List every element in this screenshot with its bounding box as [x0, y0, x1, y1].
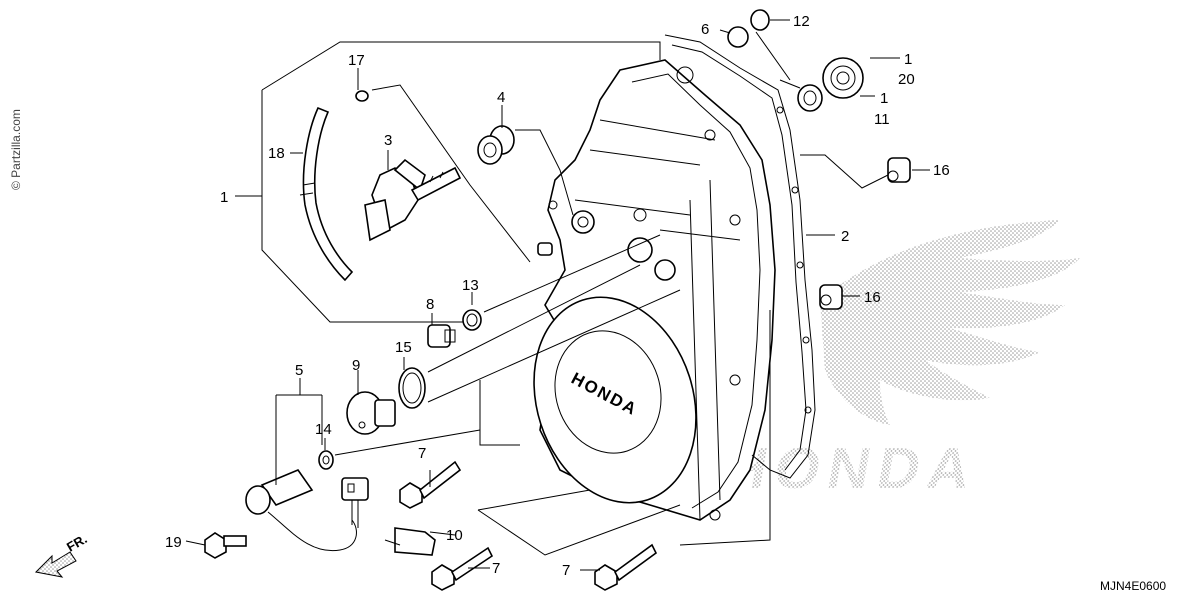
leader-15	[427, 264, 681, 403]
callout-17: 17	[348, 52, 365, 69]
leader-16a	[800, 154, 889, 189]
leader-group-left	[479, 380, 520, 446]
callout-18: 18	[268, 145, 285, 162]
plug-cap-9	[346, 391, 396, 435]
callout-14: 14	[315, 421, 332, 438]
leader-17	[371, 84, 531, 263]
leader-4	[515, 129, 574, 216]
flange-bolt-7a	[399, 460, 462, 509]
callout-20: 20	[898, 71, 915, 88]
leader-bearing	[755, 31, 801, 89]
dowel-pin-16b	[819, 284, 843, 310]
kit-outline-left	[261, 90, 480, 323]
direction-label: FR.	[64, 531, 90, 554]
washer-14	[318, 450, 334, 470]
callout-2: 2	[841, 228, 849, 245]
callout-1-right-a: 1	[904, 51, 912, 68]
callout-16-b: 16	[864, 289, 881, 306]
diagram-code: MJN4E0600	[1100, 579, 1166, 593]
oil-seal-11	[797, 84, 823, 112]
flange-bolt-7b	[431, 546, 494, 591]
leader-group-right	[679, 310, 771, 546]
callout-11: 11	[874, 111, 890, 128]
leader-14	[334, 429, 481, 456]
callout-16-a: 16	[933, 162, 950, 179]
callout-6: 6	[701, 21, 709, 38]
callout-7-b: 7	[492, 560, 500, 577]
callout-15: 15	[395, 339, 412, 356]
callout-9: 9	[352, 357, 360, 374]
callout-4: 4	[497, 89, 505, 106]
hose	[299, 106, 354, 282]
callout-19: 19	[165, 534, 182, 551]
callout-13: 13	[462, 277, 479, 294]
callout-10: 10	[446, 527, 463, 544]
temperature-sensor	[245, 469, 369, 552]
dowel-pin-16a	[887, 157, 911, 183]
callout-leaders	[185, 19, 930, 571]
honda-logo-text: HONDA	[720, 436, 984, 501]
gasket	[664, 34, 816, 479]
callout-7-a: 7	[418, 445, 426, 462]
callout-1-left: 1	[220, 189, 228, 206]
callout-5: 5	[295, 362, 303, 379]
callout-1-right-b: 1	[880, 90, 888, 107]
hose-clip	[355, 90, 369, 102]
wire-clamp-10	[384, 527, 436, 556]
bolt-19	[204, 532, 247, 559]
o-ring-15	[398, 367, 426, 409]
leader-7	[477, 489, 681, 556]
callout-7-c: 7	[562, 562, 570, 579]
crankcase-cover: HONDA	[533, 59, 776, 521]
watermark-text: © Partzilla.com	[9, 109, 23, 190]
oil-seal-4	[477, 125, 515, 165]
water-pump-shaft	[364, 158, 462, 242]
callout-12: 12	[793, 13, 810, 30]
collar-6	[727, 26, 749, 48]
bearing-20	[822, 57, 864, 99]
leader-13	[483, 234, 661, 313]
leader-5	[275, 394, 323, 485]
callouts: 1 1 20 1 11 2 3 4 5 6 7 7 7 8 9 10 12 13…	[165, 13, 950, 579]
honda-wing-logo: HONDA	[720, 220, 1080, 501]
small-dowel	[537, 242, 553, 256]
flange-bolt-7c	[594, 543, 658, 591]
o-ring-13	[462, 309, 482, 331]
kit-outline-top	[261, 41, 661, 91]
plug-bolt-8	[427, 324, 456, 348]
front-direction-arrow: FR.	[34, 531, 90, 578]
callout-8: 8	[426, 296, 434, 313]
callout-3: 3	[384, 132, 392, 149]
ring-12	[750, 9, 770, 31]
